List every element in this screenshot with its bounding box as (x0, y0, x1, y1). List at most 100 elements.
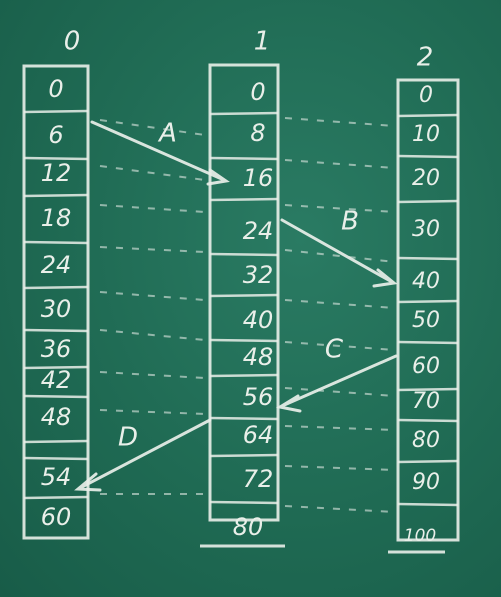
column-box-2 (396, 78, 460, 542)
arrow-d (74, 418, 212, 492)
cell-divider (397, 256, 459, 261)
cell-divider (209, 416, 279, 421)
cell-divider (209, 252, 279, 257)
column-header-0: 0 (64, 27, 81, 57)
column-1-cells: 0 8 16 24 32 40 48 56 64 72 80 (233, 78, 274, 541)
cell-1-0: 0 (250, 78, 265, 106)
cell-divider (397, 113, 459, 118)
cell-2-6: 60 (412, 354, 440, 379)
cell-divider (397, 340, 459, 345)
cell-0-6: 36 (41, 335, 72, 363)
cell-divider (23, 394, 89, 399)
cell-2-9: 90 (412, 470, 440, 495)
cell-1-3: 24 (243, 217, 274, 245)
arrow-b (280, 218, 398, 288)
cell-divider (23, 156, 89, 161)
dotted-guide-line (99, 371, 206, 379)
cell-divider (397, 502, 459, 507)
cell-0-9: 54 (41, 463, 72, 491)
cell-2-2: 20 (412, 166, 440, 191)
cell-divider (23, 365, 89, 370)
arrow-label-b: B (341, 207, 359, 237)
dotted-guide-line (284, 117, 396, 127)
cell-divider (209, 338, 279, 343)
cell-divider (397, 387, 459, 392)
cell-divider (23, 109, 89, 114)
cell-divider (209, 293, 279, 298)
cell-2-8: 80 (412, 428, 440, 453)
cell-divider (209, 453, 279, 458)
cell-divider (397, 154, 459, 159)
cell-divider (23, 456, 89, 461)
arrow-label-c: C (325, 335, 344, 365)
cell-2-10: 100 (404, 526, 436, 546)
cell-1-6: 48 (243, 343, 274, 371)
cell-2-5: 50 (412, 308, 440, 333)
cell-divider (209, 197, 279, 202)
cell-divider (397, 199, 459, 204)
dotted-guide-line (99, 291, 206, 301)
dotted-guide-line (284, 341, 396, 351)
dotted-guide-line (99, 246, 206, 253)
arrow-label-a: A (157, 119, 177, 149)
cell-2-4: 40 (412, 269, 440, 294)
cell-divider (397, 418, 459, 423)
cell-divider (209, 500, 279, 505)
arrow-c (275, 354, 398, 413)
cell-divider (397, 459, 459, 464)
cell-1-1: 8 (250, 119, 265, 147)
cell-0-8: 48 (41, 403, 72, 431)
cell-1-5: 40 (243, 306, 274, 334)
cell-1-10: 80 (233, 513, 264, 541)
dotted-guide-line (284, 465, 396, 471)
column-0-cells: 0 6 12 18 24 30 36 42 48 54 60 (41, 75, 72, 531)
cell-divider (23, 439, 89, 444)
cell-divider (23, 285, 89, 290)
cell-divider (209, 111, 279, 116)
column-2-cells: 0 10 20 30 40 50 60 70 80 90 100 (404, 83, 440, 546)
dotted-guide-line (284, 387, 396, 397)
cell-divider (23, 328, 89, 333)
cell-1-4: 32 (243, 261, 274, 289)
cell-divider (209, 373, 279, 378)
cell-divider (397, 299, 459, 304)
cell-0-10: 60 (41, 503, 72, 531)
cell-0-5: 30 (41, 295, 72, 323)
dotted-guide-line (99, 409, 206, 415)
cell-2-1: 10 (412, 122, 440, 147)
cell-divider (23, 495, 89, 500)
cell-1-7: 56 (243, 383, 274, 411)
cell-2-7: 70 (412, 389, 440, 414)
dotted-guide-line (284, 249, 396, 263)
dotted-guide-line (99, 204, 206, 213)
dotted-guide-line (284, 204, 396, 213)
column-header-1: 1 (254, 27, 271, 57)
dotted-guide-line (99, 119, 206, 136)
column-header-2: 2 (417, 43, 434, 73)
dotted-guide-line (284, 299, 396, 309)
cell-divider (23, 193, 89, 198)
dotted-guide-line (99, 329, 206, 341)
dotted-guide-line (284, 505, 396, 513)
cell-1-9: 72 (243, 465, 274, 493)
arrow-label-d: D (118, 423, 138, 453)
cell-divider (23, 240, 89, 245)
arrow-a (90, 120, 230, 186)
cell-0-1: 6 (48, 121, 63, 149)
dotted-guide-line (284, 425, 396, 431)
dotted-guide-line (284, 159, 396, 169)
cell-0-2: 12 (41, 159, 72, 187)
cell-1-2: 16 (243, 164, 274, 192)
column-box-0 (22, 64, 90, 540)
cell-divider (209, 156, 279, 161)
cell-1-8: 64 (243, 421, 274, 449)
cell-0-4: 24 (41, 251, 72, 279)
cell-2-3: 30 (412, 217, 440, 242)
cell-0-7: 42 (41, 366, 72, 394)
column-box-1 (208, 63, 280, 522)
cell-2-0: 0 (419, 83, 433, 108)
cell-0-0: 0 (48, 75, 63, 103)
dotted-guide-line (99, 165, 206, 181)
